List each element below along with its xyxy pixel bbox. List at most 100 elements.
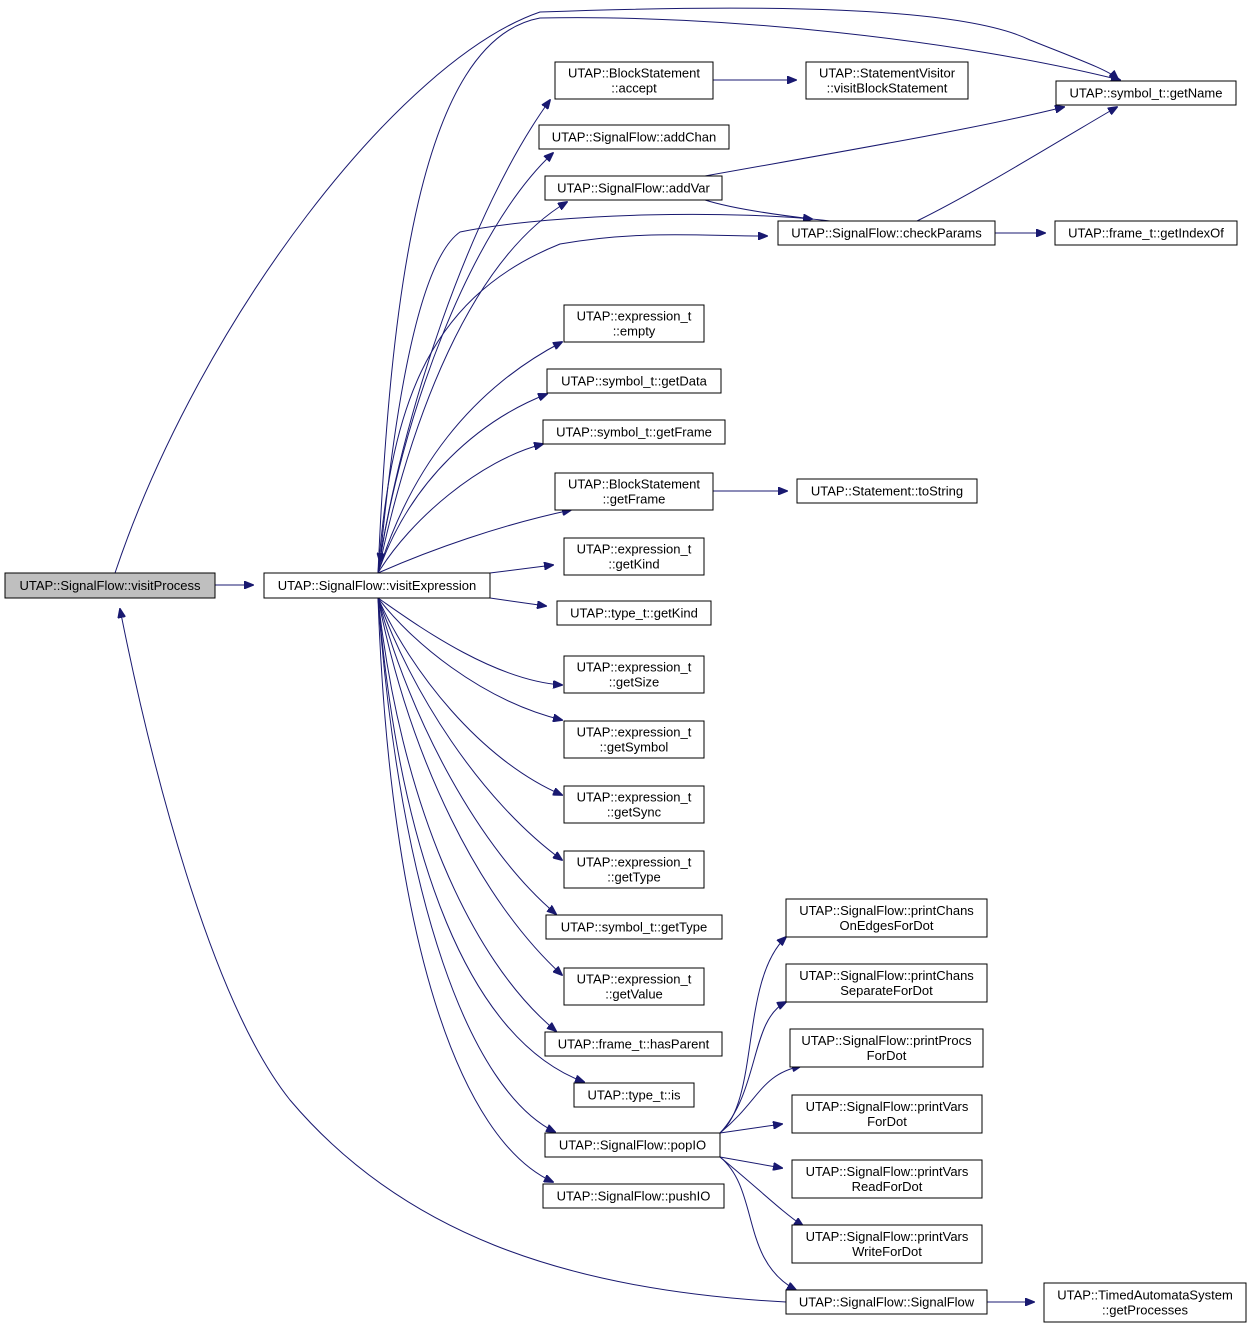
node-box[interactable] <box>1055 80 1237 106</box>
node-printChansSeparate[interactable]: UTAP::SignalFlow::printChansSeparateForD… <box>785 963 988 1003</box>
node-label-line: ::getSync <box>607 805 662 820</box>
node-box[interactable] <box>1054 220 1238 246</box>
edge-popIO-to-signalFlowCtor <box>719 1156 796 1290</box>
node-typeIs[interactable]: UTAP::type_t::is <box>573 1082 695 1108</box>
node-exprGetValue[interactable]: UTAP::expression_t::getValue <box>563 967 705 1006</box>
node-box[interactable] <box>785 1289 988 1315</box>
edge-visitExpression-to-getName <box>377 17 1120 574</box>
node-exprEmpty[interactable]: UTAP::expression_t::empty <box>563 304 705 343</box>
node-label-line: UTAP::expression_t <box>577 855 692 870</box>
node-signalFlowCtor[interactable]: UTAP::SignalFlow::SignalFlow <box>785 1289 988 1315</box>
node-checkParams[interactable]: UTAP::SignalFlow::checkParams <box>777 220 996 246</box>
node-exprGetSync[interactable]: UTAP::expression_t::getSync <box>563 785 705 824</box>
node-label-line: UTAP::SignalFlow::visitExpression <box>278 578 476 593</box>
node-label-line: ReadForDot <box>852 1179 923 1194</box>
node-typeGetKind[interactable]: UTAP::type_t::getKind <box>556 600 712 626</box>
node-label-line: UTAP::symbol_t::getName <box>1070 86 1223 101</box>
node-getIndexOf[interactable]: UTAP::frame_t::getIndexOf <box>1054 220 1238 246</box>
node-label-line: ::getSize <box>609 675 660 690</box>
edge-visitExpression-to-exprEmpty <box>377 342 562 574</box>
node-exprGetKind[interactable]: UTAP::expression_t::getKind <box>563 537 705 576</box>
node-symGetType[interactable]: UTAP::symbol_t::getType <box>545 914 723 940</box>
node-label-line: UTAP::SignalFlow::printVars <box>806 1164 969 1179</box>
node-label-line: ::getFrame <box>603 492 666 507</box>
node-box[interactable] <box>785 898 988 938</box>
node-box[interactable] <box>791 1094 983 1134</box>
edge-visitExpression-to-frameHasParent <box>377 597 556 1031</box>
node-label-line: UTAP::frame_t::hasParent <box>558 1037 710 1052</box>
node-box[interactable] <box>263 572 491 599</box>
node-label-line: ::getSymbol <box>600 740 669 755</box>
node-label-line: UTAP::SignalFlow::printProcs <box>801 1033 972 1048</box>
node-box[interactable] <box>563 655 705 694</box>
node-label-line: SeparateForDot <box>840 983 933 998</box>
node-box[interactable] <box>544 175 723 201</box>
node-frameHasParent[interactable]: UTAP::frame_t::hasParent <box>544 1031 723 1057</box>
node-exprGetSize[interactable]: UTAP::expression_t::getSize <box>563 655 705 694</box>
node-box[interactable] <box>1043 1282 1247 1323</box>
node-symGetData[interactable]: UTAP::symbol_t::getData <box>546 368 722 394</box>
edge-visitExpression-to-popIO <box>377 597 555 1132</box>
node-box[interactable] <box>791 1224 983 1264</box>
node-box[interactable] <box>573 1082 695 1108</box>
node-box[interactable] <box>545 914 723 940</box>
node-label-line: UTAP::SignalFlow::SignalFlow <box>799 1295 975 1310</box>
node-stmtToString[interactable]: UTAP::Statement::toString <box>796 478 978 504</box>
node-label-line: UTAP::expression_t <box>577 790 692 805</box>
node-label-line: ::getValue <box>605 987 663 1002</box>
node-box[interactable] <box>554 472 714 511</box>
node-symGetFrame[interactable]: UTAP::symbol_t::getFrame <box>542 419 726 445</box>
node-label-line: ::getType <box>607 870 660 885</box>
node-bsGetFrame[interactable]: UTAP::BlockStatement::getFrame <box>554 472 714 511</box>
node-popIO[interactable]: UTAP::SignalFlow::popIO <box>544 1132 721 1158</box>
node-exprGetType[interactable]: UTAP::expression_t::getType <box>563 850 705 889</box>
node-box[interactable] <box>563 785 705 824</box>
node-box[interactable] <box>542 419 726 445</box>
node-box[interactable] <box>556 600 712 626</box>
node-pushIO[interactable]: UTAP::SignalFlow::pushIO <box>542 1183 725 1209</box>
edge-visitProcess-to-getName <box>114 7 1118 574</box>
edge-popIO-to-printVars <box>719 1124 782 1134</box>
edge-visitExpression-to-exprGetValue <box>377 597 562 975</box>
node-label-line: ::getProcesses <box>1102 1303 1188 1318</box>
node-box[interactable] <box>546 368 722 394</box>
node-box[interactable] <box>544 1132 721 1158</box>
node-exprGetSymbol[interactable]: UTAP::expression_t::getSymbol <box>563 720 705 759</box>
node-box[interactable] <box>538 124 730 150</box>
node-box[interactable] <box>542 1183 725 1209</box>
node-box[interactable] <box>544 1031 723 1057</box>
edge-visitExpression-to-checkParams <box>377 235 767 574</box>
node-bsAccept[interactable]: UTAP::BlockStatement::accept <box>554 61 714 100</box>
node-box[interactable] <box>563 967 705 1006</box>
node-getProcesses[interactable]: UTAP::TimedAutomataSystem::getProcesses <box>1043 1282 1247 1323</box>
node-svVisitBlock[interactable]: UTAP::StatementVisitor::visitBlockStatem… <box>805 61 969 100</box>
node-label-line: ::visitBlockStatement <box>827 81 948 96</box>
node-box[interactable] <box>789 1028 984 1068</box>
node-box[interactable] <box>805 61 969 100</box>
node-addChan[interactable]: UTAP::SignalFlow::addChan <box>538 124 730 150</box>
node-box[interactable] <box>563 850 705 889</box>
edge-addVar-to-checkParams <box>704 199 812 219</box>
node-box[interactable] <box>796 478 978 504</box>
node-printChansOnEdges[interactable]: UTAP::SignalFlow::printChansOnEdgesForDo… <box>785 898 988 938</box>
node-label-line: UTAP::TimedAutomataSystem <box>1057 1288 1233 1303</box>
node-box[interactable] <box>554 61 714 100</box>
node-addVar[interactable]: UTAP::SignalFlow::addVar <box>544 175 723 201</box>
node-label-line: UTAP::SignalFlow::visitProcess <box>19 578 201 593</box>
node-box[interactable] <box>785 963 988 1003</box>
node-visitExpression[interactable]: UTAP::SignalFlow::visitExpression <box>263 572 491 599</box>
node-box[interactable] <box>791 1159 983 1199</box>
edge-visitExpression-to-bsGetFrame <box>377 510 571 574</box>
node-getName[interactable]: UTAP::symbol_t::getName <box>1055 80 1237 106</box>
node-box[interactable] <box>4 572 216 599</box>
node-box[interactable] <box>563 720 705 759</box>
node-label-line: UTAP::type_t::getKind <box>570 606 698 621</box>
node-box[interactable] <box>563 537 705 576</box>
node-box[interactable] <box>563 304 705 343</box>
node-visitProcess[interactable]: UTAP::SignalFlow::visitProcess <box>4 572 216 599</box>
node-box[interactable] <box>777 220 996 246</box>
